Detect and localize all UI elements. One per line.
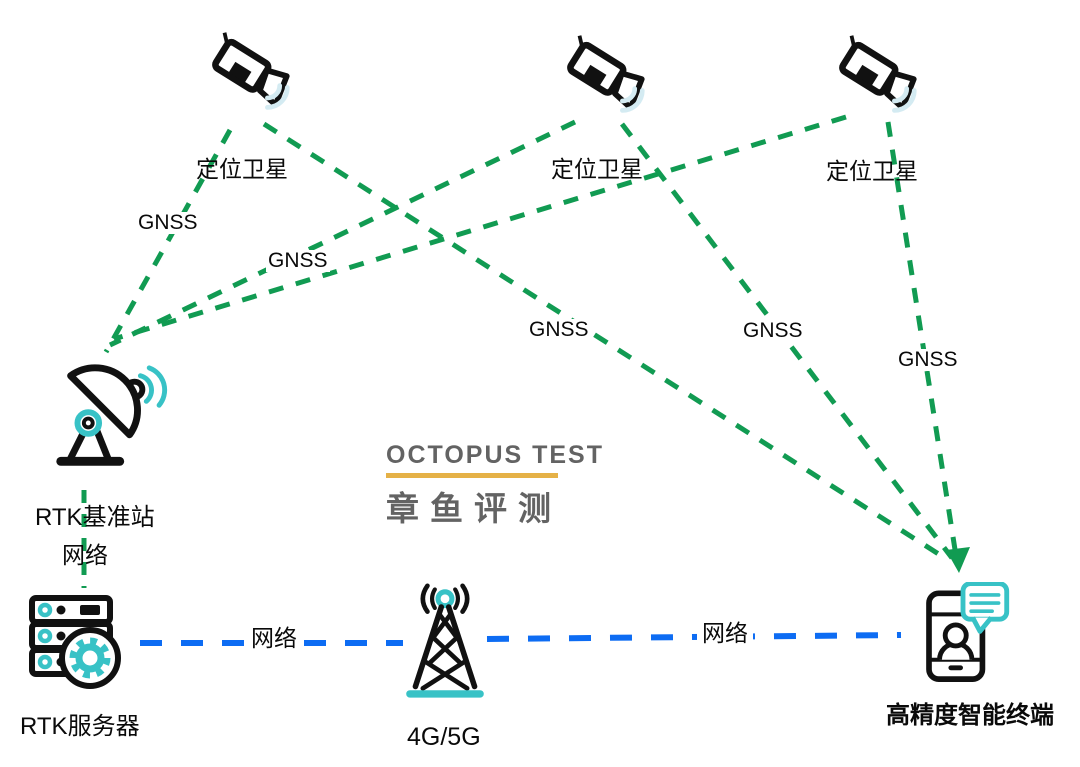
gnss-link-sat2-base: [108, 119, 577, 348]
terminal-label: 高精度智能终端: [886, 702, 1054, 729]
rtk-base-station-icon: [56, 364, 168, 466]
gnss-link-sat2-terminal: [620, 122, 954, 560]
network-link-label: 网络: [62, 542, 108, 568]
arrowhead-to-terminal: [946, 547, 970, 573]
network-link-label: 网络: [697, 621, 753, 645]
gnss-link-sat3-base: [113, 114, 847, 342]
satellite-icon: [567, 35, 645, 113]
satellite-label: 定位卫星: [551, 156, 643, 182]
satellite-icon: [839, 35, 917, 113]
gnss-link-label: GNSS: [136, 211, 200, 235]
gnss-link-sat1-terminal: [262, 121, 950, 563]
server-label: RTK服务器: [20, 713, 140, 740]
network-link-label: 网络: [246, 626, 302, 650]
gnss-link-label: GNSS: [266, 249, 330, 273]
smart-terminal-icon: [926, 582, 1010, 682]
satellite-label: 定位卫星: [826, 158, 918, 184]
satellite-icon: [212, 32, 290, 110]
watermark-bar: [386, 473, 558, 478]
tower-label: 4G/5G: [407, 723, 481, 751]
watermark-title: OCTOPUS TEST: [386, 441, 605, 469]
rtk-server-icon: [29, 595, 121, 689]
gnss-link-label: GNSS: [741, 319, 805, 343]
gnss-link-sat3-terminal: [885, 121, 959, 557]
gnss-link-label: GNSS: [896, 348, 960, 372]
satellite-label: 定位卫星: [196, 156, 288, 182]
watermark: OCTOPUS TEST 章鱼评测: [386, 441, 604, 530]
gnss-link-label: GNSS: [527, 318, 591, 342]
gnss-link-sat1-base: [103, 128, 233, 354]
base-station-label: RTK基准站: [35, 504, 155, 531]
watermark-subtitle: 章鱼评测: [386, 490, 562, 527]
cell-tower-icon: [406, 583, 484, 698]
network-link-tower-terminal: [486, 632, 902, 642]
